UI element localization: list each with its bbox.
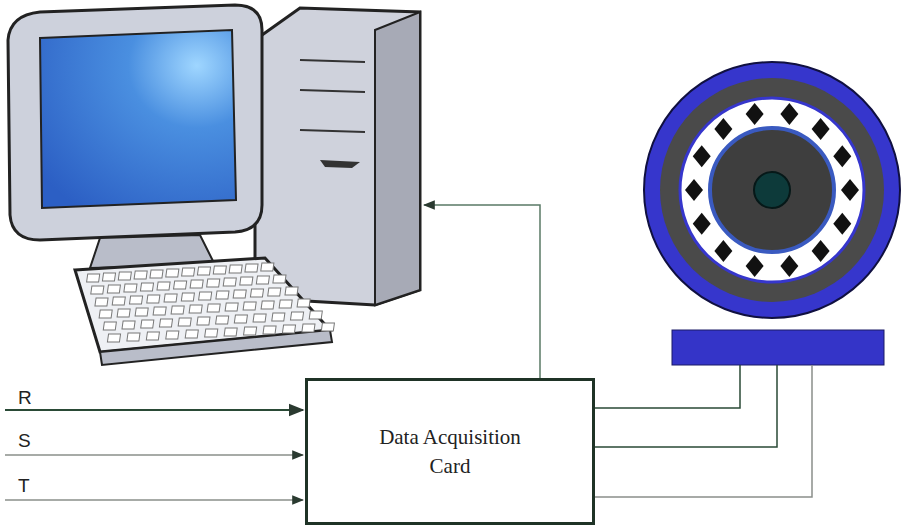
signal-name: S [18, 431, 31, 450]
box-label: Data Acquisition Card [365, 423, 535, 480]
signal-name: T [18, 476, 30, 495]
computer-monitor [8, 5, 262, 268]
process-box: Data Acquisition Card [305, 378, 595, 525]
keyboard [75, 258, 334, 365]
computer-tower [255, 8, 420, 305]
signal-name: R [18, 388, 32, 407]
motor-bearing [644, 62, 900, 365]
